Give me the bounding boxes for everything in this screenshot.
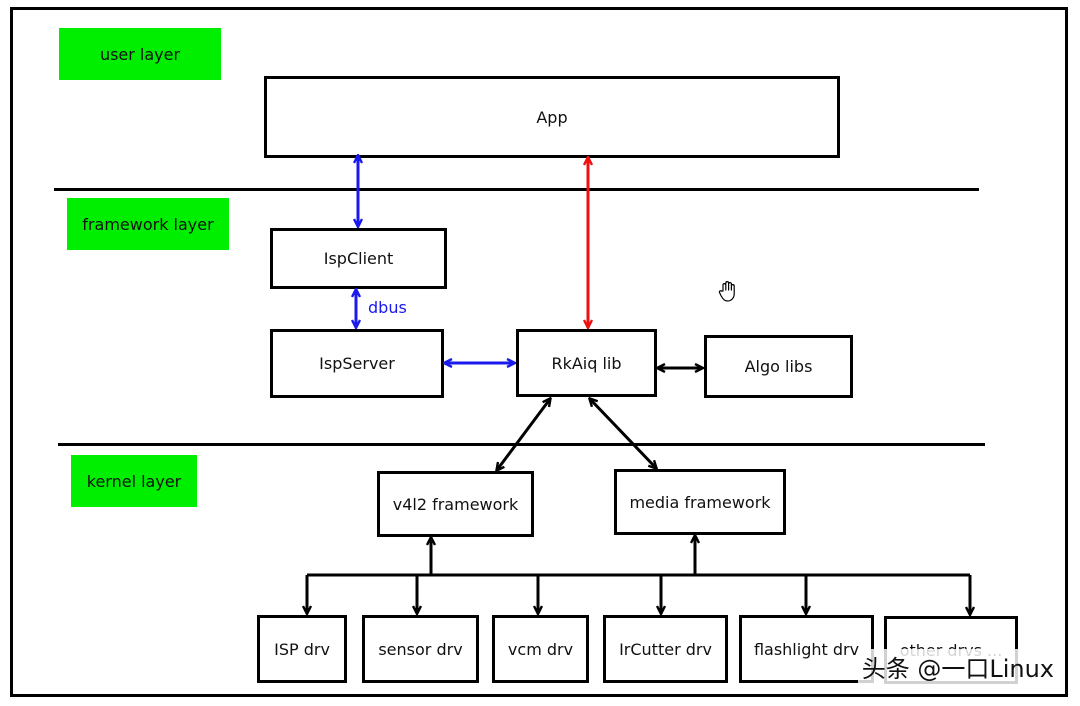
flashlight-drv-box: flashlight drv: [739, 615, 874, 683]
ispserver-box: IspServer: [270, 329, 444, 398]
diagram-frame: [10, 7, 1068, 697]
user-layer-label: user layer: [59, 28, 221, 80]
algo-libs-box: Algo libs: [704, 335, 853, 398]
ircutter-drv-box: IrCutter drv: [603, 615, 728, 683]
sensor-drv-box: sensor drv: [362, 615, 479, 683]
app-box: App: [264, 76, 840, 158]
rkaiq-lib-box: RkAiq lib: [516, 329, 657, 397]
user-framework-separator: [54, 188, 979, 191]
media-framework-box: media framework: [614, 469, 786, 535]
v4l2-framework-box: v4l2 framework: [377, 471, 534, 537]
framework-layer-label: framework layer: [67, 198, 229, 250]
dbus-label: dbus: [368, 298, 407, 317]
watermark: 头条 @一口Linux: [857, 649, 1058, 684]
ispclient-box: IspClient: [270, 228, 447, 289]
vcm-drv-box: vcm drv: [492, 615, 589, 683]
hand-cursor-icon: [718, 281, 735, 302]
rkaiq-media-arrow: [590, 399, 656, 468]
rkaiq-v4l2-arrow: [497, 399, 550, 470]
kernel-layer-label: kernel layer: [71, 455, 197, 507]
isp-drv-box: ISP drv: [257, 615, 347, 683]
